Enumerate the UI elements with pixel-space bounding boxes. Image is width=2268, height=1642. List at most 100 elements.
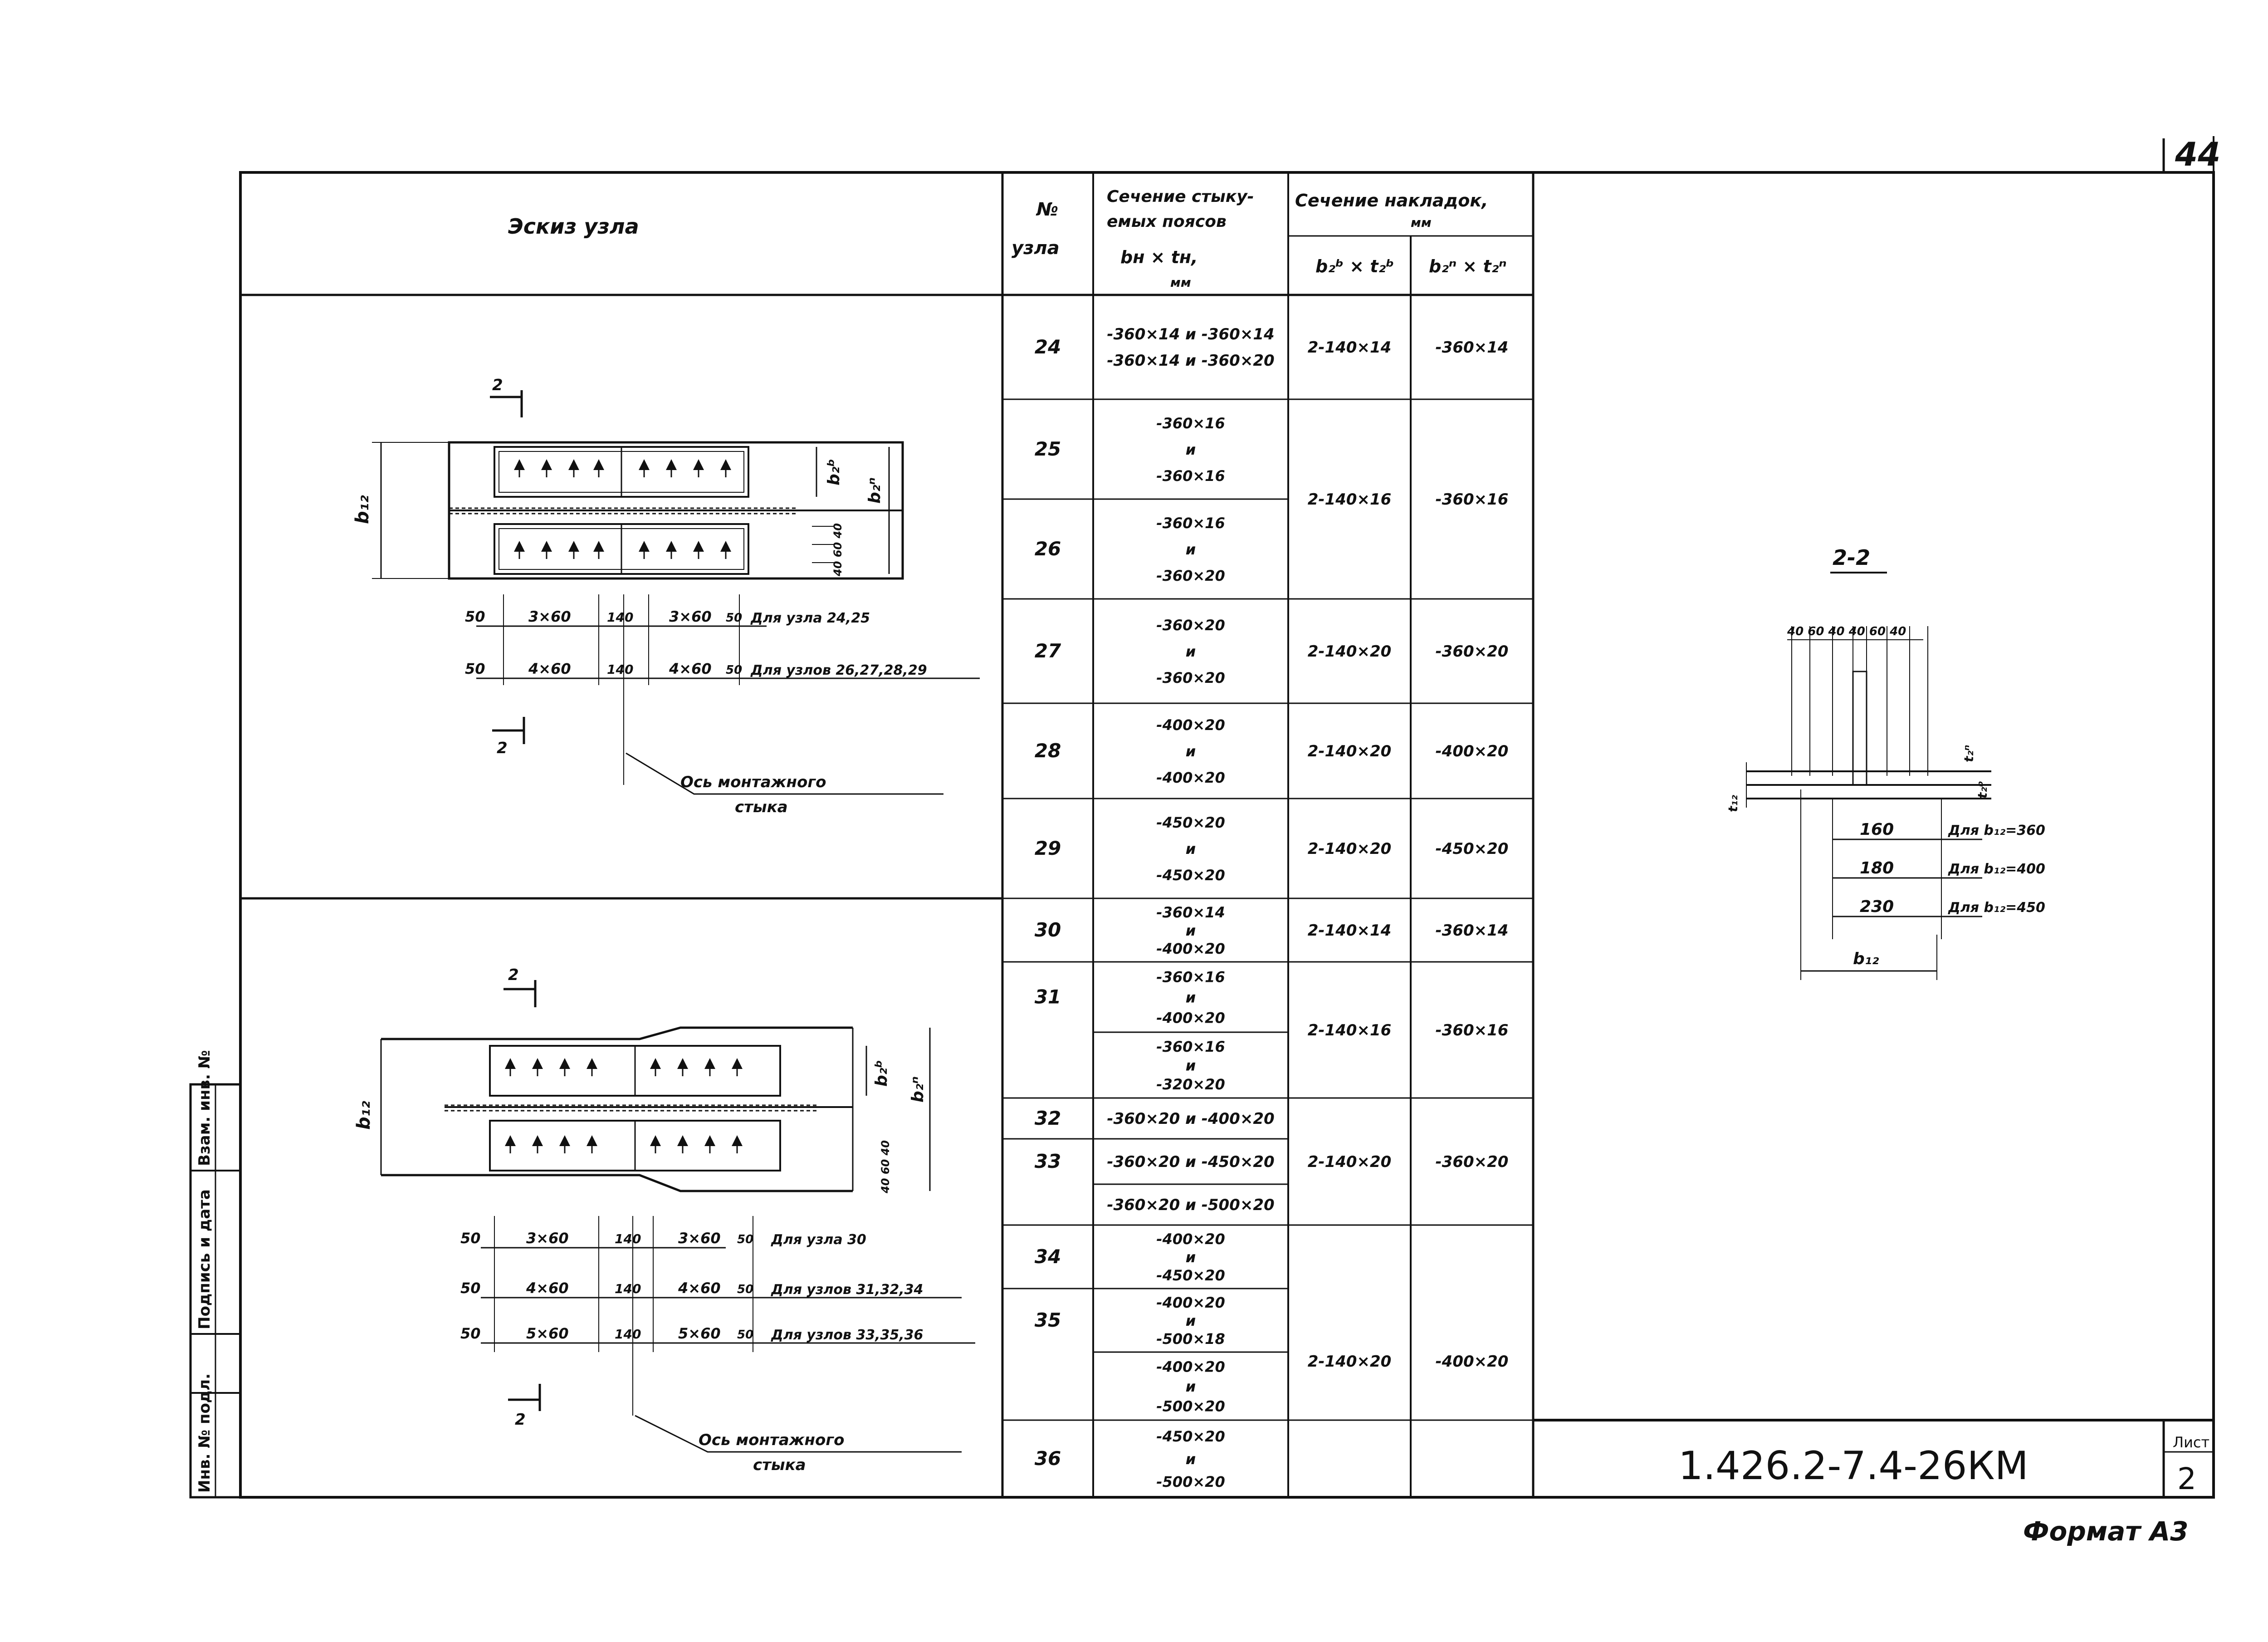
bolt-mark bbox=[505, 1058, 516, 1069]
bolt-mark bbox=[532, 1058, 543, 1069]
dim-b-row1-a: 50 bbox=[460, 1230, 481, 1247]
section-value: и bbox=[1186, 1378, 1196, 1395]
dim-b-row3-d: 5×60 bbox=[678, 1325, 721, 1342]
table-rows: 24-360×14 и -360×14-360×14 и -360×2025-3… bbox=[1035, 325, 1509, 1490]
dim-b-row3-a: 50 bbox=[460, 1325, 481, 1342]
section-value: -360×20 и -450×20 bbox=[1107, 1153, 1274, 1171]
section-value: -360×20 bbox=[1156, 617, 1225, 634]
bolt-mark bbox=[568, 459, 579, 470]
section-value: -400×20 bbox=[1156, 716, 1225, 734]
plate-b-value: 2-140×16 bbox=[1308, 490, 1392, 509]
node-number: 36 bbox=[1035, 1447, 1061, 1470]
section-mark-bot-b: 2 bbox=[515, 1411, 526, 1429]
section-value: -400×20 bbox=[1156, 940, 1225, 957]
header-plates-n: b₂ⁿ × t₂ⁿ bbox=[1429, 256, 1507, 276]
section-value: -360×16 bbox=[1156, 467, 1225, 485]
bolt-mark bbox=[532, 1135, 543, 1146]
bolt-mark bbox=[639, 459, 650, 470]
bolt-mark bbox=[693, 459, 704, 470]
sketch-bottom: 2 2 b₁₂ b₂ᵇ b₂ⁿ 40 60 40 bbox=[353, 966, 975, 1474]
dim-row1-a: 50 bbox=[465, 608, 485, 625]
plate-b-value: 2-140×20 bbox=[1308, 1153, 1392, 1171]
plate-n-value: -360×20 bbox=[1436, 642, 1509, 661]
bolt-mark bbox=[541, 541, 552, 552]
dim-row2-a: 50 bbox=[465, 660, 485, 677]
stamp-replace-inv: Взам. инв. № bbox=[196, 1050, 214, 1166]
section-value: -400×20 bbox=[1156, 769, 1225, 786]
plate-n-value: -360×16 bbox=[1436, 1021, 1509, 1039]
dim-row2-d: 4×60 bbox=[669, 660, 712, 677]
bolt-mark bbox=[693, 541, 704, 552]
section-value: и bbox=[1186, 1312, 1196, 1329]
header-node-label: узла bbox=[1012, 238, 1060, 259]
section-value: -450×20 bbox=[1156, 814, 1225, 831]
dim-b2b-bot: b₂ᵇ bbox=[872, 1060, 891, 1087]
section-mark-top-a: 2 bbox=[492, 376, 503, 394]
section-value: -360×14 и -360×14 bbox=[1107, 325, 1274, 343]
section-value: -360×20 bbox=[1156, 669, 1225, 686]
dim-row2-note: Для узлов 26,27,28,29 bbox=[750, 662, 927, 678]
dim-row1-e: 50 bbox=[726, 611, 742, 625]
section-title: 2-2 bbox=[1833, 545, 1870, 570]
section-value: -360×16 bbox=[1156, 1038, 1225, 1055]
section-value: и bbox=[1186, 1057, 1196, 1074]
dim-row2-c: 140 bbox=[607, 662, 633, 677]
section-value: и bbox=[1186, 643, 1196, 660]
node-number: 29 bbox=[1035, 837, 1061, 859]
section-value: -500×18 bbox=[1156, 1330, 1225, 1348]
section-row1-value: 160 bbox=[1860, 820, 1894, 839]
bolts-bottom bbox=[505, 1058, 743, 1153]
node-number: 27 bbox=[1035, 640, 1061, 662]
dim-row1-b: 3×60 bbox=[528, 608, 571, 625]
header-sketch: Эскиз узла bbox=[508, 214, 639, 239]
section-value: и bbox=[1186, 1451, 1196, 1468]
bolt-mark bbox=[541, 459, 552, 470]
page-number: 44 bbox=[2175, 135, 2220, 173]
bolt-mark bbox=[505, 1135, 516, 1146]
bolt-mark bbox=[568, 541, 579, 552]
side-stamp: Взам. инв. № Подпись и дата Инв. № подл. bbox=[189, 1050, 242, 1499]
bolt-mark bbox=[587, 1058, 597, 1069]
section-value: и bbox=[1186, 840, 1196, 858]
header-plates-2: мм bbox=[1411, 215, 1432, 230]
section-value: -360×16 bbox=[1156, 415, 1225, 432]
dim-b-row2-a: 50 bbox=[460, 1279, 481, 1297]
section-value: -360×16 bbox=[1156, 515, 1225, 532]
header-section-2: емых поясов bbox=[1107, 212, 1227, 231]
section-2-2: 2-2 40 60 40 40 60 40 t₂ⁿ t₂ᵇ t₁₂ 160 Дл… bbox=[1725, 545, 2045, 980]
dim-b-row1-d: 3×60 bbox=[678, 1230, 721, 1247]
stamp-sign-date: Подпись и дата bbox=[196, 1189, 214, 1329]
section-value: -400×20 bbox=[1156, 1010, 1225, 1027]
bolt-mark bbox=[720, 541, 731, 552]
section-row3-value: 230 bbox=[1860, 897, 1894, 916]
section-tb: t₂ᵇ bbox=[1975, 781, 1990, 799]
bolt-mark bbox=[704, 1058, 715, 1069]
sheet-number: 2 bbox=[2177, 1461, 2196, 1496]
plate-b-value: 2-140×20 bbox=[1308, 642, 1392, 661]
dim-b12-bot: b₁₂ bbox=[353, 1101, 374, 1130]
bolt-mark bbox=[677, 1058, 688, 1069]
section-value: и bbox=[1186, 743, 1196, 760]
node-number: 31 bbox=[1035, 986, 1061, 1008]
main-table bbox=[240, 172, 1535, 1497]
section-value: и bbox=[1186, 989, 1196, 1006]
plate-b-value: 2-140×14 bbox=[1308, 921, 1392, 940]
node-number: 35 bbox=[1035, 1309, 1061, 1331]
dim-row2-b: 4×60 bbox=[528, 660, 571, 677]
bolt-mark bbox=[650, 1058, 661, 1069]
dim-row1-d: 3×60 bbox=[669, 608, 712, 625]
bolt-mark bbox=[720, 459, 731, 470]
dim-b2n-top: b₂ⁿ bbox=[865, 477, 884, 504]
plate-n-value: -360×14 bbox=[1436, 921, 1509, 940]
section-value: -500×20 bbox=[1156, 1397, 1225, 1415]
section-value: -400×20 bbox=[1156, 1358, 1225, 1376]
section-row1-note: Для b₁₂=360 bbox=[1948, 823, 2045, 838]
bolt-mark bbox=[666, 459, 677, 470]
dim-b-row3-b: 5×60 bbox=[526, 1325, 569, 1342]
section-mark-top-b: 2 bbox=[497, 739, 508, 757]
section-value: -450×20 bbox=[1156, 1428, 1225, 1445]
format-label: Формат А3 bbox=[2023, 1516, 2188, 1547]
bolt-mark bbox=[732, 1058, 743, 1069]
section-t12: t₁₂ bbox=[1725, 794, 1740, 812]
